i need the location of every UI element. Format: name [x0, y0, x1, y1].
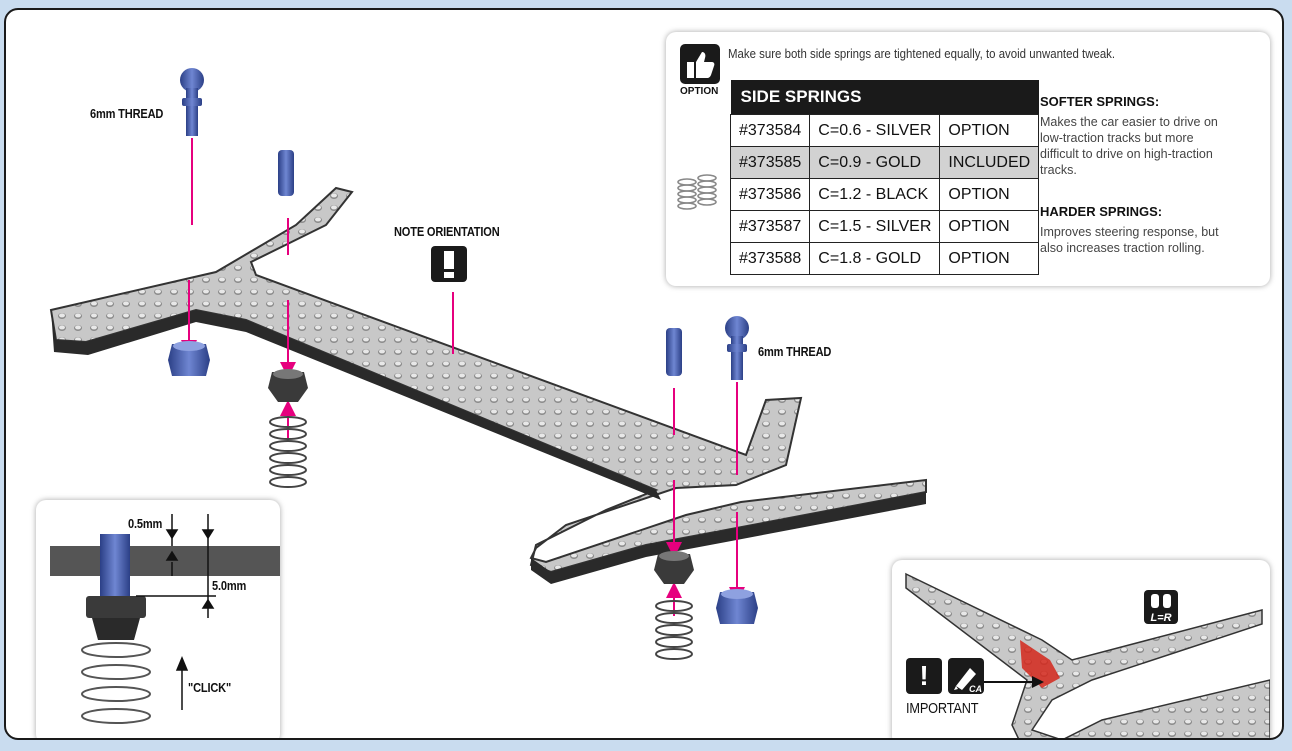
part-number: #373588 — [731, 243, 810, 275]
click-label: "CLICK" — [188, 680, 231, 695]
thread-label-top: 6mm THREAD — [90, 106, 163, 121]
part-number: #373585 — [731, 147, 810, 179]
note-orientation-label: NOTE ORIENTATION — [394, 224, 500, 239]
spring-spec: C=0.6 - SILVER — [810, 115, 940, 147]
important-inset: ! CA IMPORTANT L=R — [892, 560, 1270, 740]
option-panel: OPTION Make sure both side springs are t… — [666, 32, 1270, 286]
part-number: #373586 — [731, 179, 810, 211]
collar-left — [268, 369, 308, 402]
spring-status: OPTION — [940, 211, 1039, 243]
spring-left — [270, 417, 306, 487]
side-springs-table: SIDE SPRINGS #373584 C=0.6 - SILVER OPTI… — [730, 80, 1039, 275]
dimension-inset: 0.5mm 5.0mm "CLICK" — [36, 500, 280, 740]
spring-spec: C=0.9 - GOLD — [810, 147, 940, 179]
spring-status: OPTION — [940, 179, 1039, 211]
table-row: #373585 C=0.9 - GOLD INCLUDED — [731, 147, 1039, 179]
tweak-note: Make sure both side springs are tightene… — [728, 46, 1115, 61]
spring-status: OPTION — [940, 115, 1039, 147]
ca-badge-text: CA — [969, 684, 982, 694]
ca-glue-icon: CA — [948, 658, 984, 694]
springs-icon — [674, 172, 720, 216]
option-word: OPTION — [680, 86, 718, 97]
left-equals-right-icon: L=R — [1144, 590, 1178, 624]
dim-label-a: 0.5mm — [128, 516, 162, 531]
spring-spec: C=1.5 - SILVER — [810, 211, 940, 243]
dim-label-b: 5.0mm — [212, 578, 246, 593]
harder-text: Improves steering response, but also inc… — [1040, 224, 1230, 256]
important-warning-icon: ! — [906, 658, 942, 694]
table-row: #373584 C=0.6 - SILVER OPTION — [731, 115, 1039, 147]
table-row: #373586 C=1.2 - BLACK OPTION — [731, 179, 1039, 211]
important-label: IMPORTANT — [906, 700, 978, 717]
standoff-left — [278, 150, 294, 196]
thumbs-up-icon — [680, 44, 720, 84]
spring-status: INCLUDED — [940, 147, 1039, 179]
thread-label-right: 6mm THREAD — [758, 344, 831, 359]
spring-spec: C=1.8 - GOLD — [810, 243, 940, 275]
lr-badge-text: L=R — [1144, 612, 1178, 624]
harder-title: HARDER SPRINGS: — [1040, 204, 1162, 219]
table-title: SIDE SPRINGS — [731, 80, 1039, 115]
nut-left — [168, 341, 210, 376]
standoff-right — [666, 328, 682, 376]
part-number: #373587 — [731, 211, 810, 243]
ball-stud-top — [180, 68, 204, 136]
softer-text: Makes the car easier to drive on low-tra… — [1040, 114, 1230, 178]
spring-spec: C=1.2 - BLACK — [810, 179, 940, 211]
table-row: #373588 C=1.8 - GOLD OPTION — [731, 243, 1039, 275]
softer-title: SOFTER SPRINGS: — [1040, 94, 1159, 109]
diagram-frame: 6mm THREAD 6mm THREAD NOTE ORIENTATION O… — [4, 8, 1284, 740]
nut-right — [716, 589, 758, 624]
ball-stud-right — [725, 316, 749, 380]
collar-right — [654, 551, 694, 584]
spring-status: OPTION — [940, 243, 1039, 275]
part-number: #373584 — [731, 115, 810, 147]
table-row: #373587 C=1.5 - SILVER OPTION — [731, 211, 1039, 243]
note-orientation-icon — [431, 246, 467, 282]
